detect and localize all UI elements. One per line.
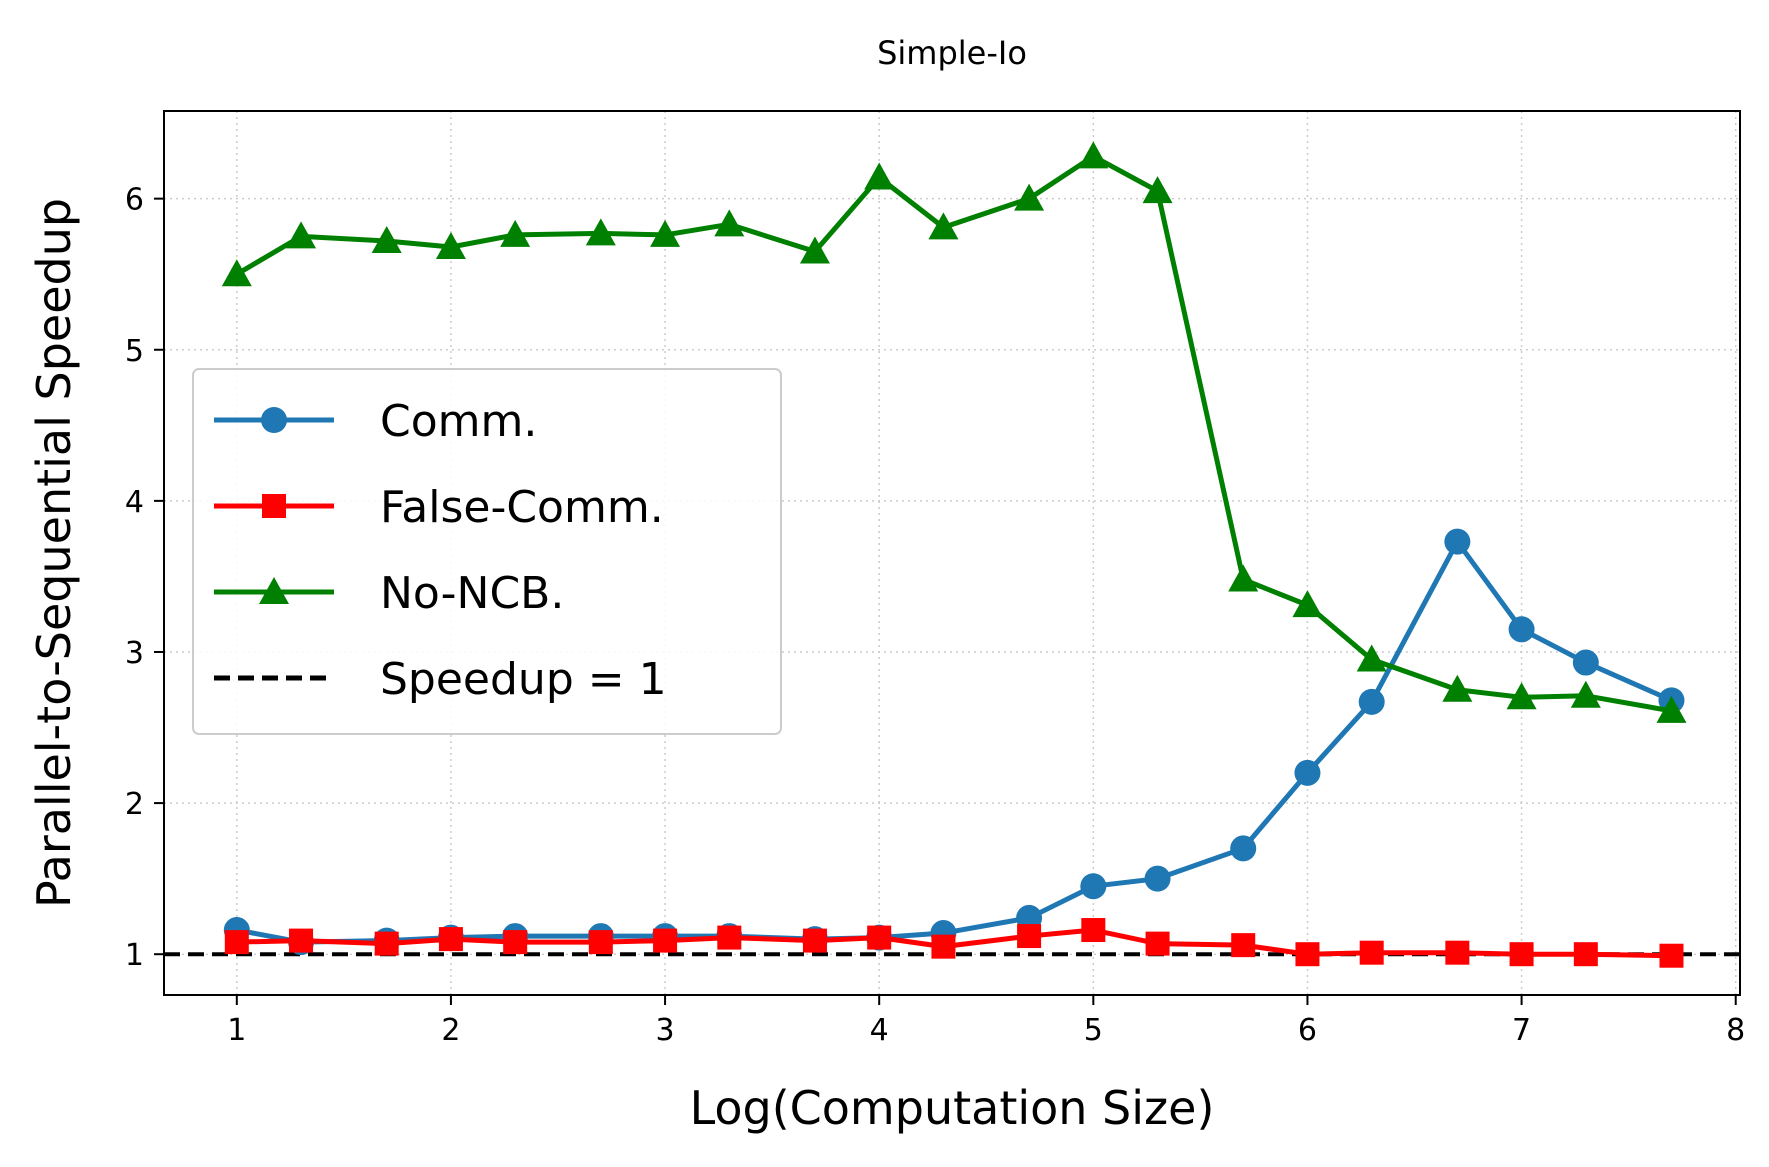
data-point xyxy=(1228,564,1259,592)
data-point xyxy=(224,930,249,955)
data-point xyxy=(221,259,252,287)
x-tick-label: 4 xyxy=(870,1013,889,1048)
data-point xyxy=(1570,680,1601,708)
series-2 xyxy=(221,141,1687,723)
x-tick-label: 7 xyxy=(1512,1013,1531,1048)
y-tick-label: 2 xyxy=(125,787,144,822)
series-1 xyxy=(224,918,1684,968)
x-axis-label: Log(Computation Size) xyxy=(690,1081,1215,1135)
data-point xyxy=(1356,644,1387,672)
data-point xyxy=(1358,688,1385,715)
data-point xyxy=(1445,940,1470,965)
legend: Comm. False-Comm. No-NCB. Speedup = 1 xyxy=(192,368,782,735)
data-point xyxy=(1145,931,1170,956)
data-point xyxy=(1078,141,1109,169)
data-point xyxy=(1231,933,1256,958)
data-point xyxy=(1359,940,1384,965)
data-point xyxy=(653,928,678,953)
legend-label: No-NCB. xyxy=(380,568,564,619)
y-tick-label: 3 xyxy=(125,636,144,671)
data-point xyxy=(1292,590,1323,618)
data-point xyxy=(864,162,895,190)
data-point xyxy=(1230,835,1257,862)
y-tick-label: 4 xyxy=(125,485,144,520)
data-point xyxy=(928,212,959,240)
legend-label: Speedup = 1 xyxy=(380,654,667,705)
legend-item: Comm. xyxy=(214,396,537,447)
data-point xyxy=(931,934,956,959)
data-point xyxy=(1017,924,1042,949)
data-point xyxy=(1659,943,1684,968)
legend-marker xyxy=(259,577,289,604)
chart-title: Simple-Io xyxy=(877,34,1027,72)
data-point xyxy=(588,930,613,955)
legend-marker xyxy=(262,494,286,518)
data-point xyxy=(802,928,827,953)
data-point xyxy=(438,927,463,952)
legend-item: False-Comm. xyxy=(214,482,664,533)
y-tick-label: 5 xyxy=(125,334,144,369)
data-point xyxy=(1572,649,1599,676)
data-point xyxy=(286,221,317,249)
x-tick-label: 2 xyxy=(441,1013,460,1048)
y-axis-label: Parallel-to-Sequential Speedup xyxy=(27,198,81,908)
x-tick-label: 3 xyxy=(656,1013,675,1048)
data-point xyxy=(435,232,466,259)
data-point xyxy=(1295,942,1320,967)
legend-marker xyxy=(261,407,287,433)
legend-box xyxy=(192,368,782,735)
data-point xyxy=(1142,176,1173,204)
y-tick-label: 6 xyxy=(125,183,144,218)
data-point xyxy=(500,219,531,247)
data-point xyxy=(1081,918,1106,943)
data-point xyxy=(799,236,830,264)
data-point xyxy=(1506,682,1537,710)
data-point xyxy=(1080,873,1107,900)
data-point xyxy=(1573,942,1598,967)
data-point xyxy=(289,928,314,953)
legend-item: Speedup = 1 xyxy=(214,654,667,705)
legend-label: Comm. xyxy=(380,396,537,447)
data-point xyxy=(585,218,616,246)
data-point xyxy=(650,219,681,247)
data-point xyxy=(1509,942,1534,967)
data-point xyxy=(1294,759,1321,786)
x-tick-label: 6 xyxy=(1298,1013,1317,1048)
data-point xyxy=(1444,528,1471,555)
legend-label: False-Comm. xyxy=(380,482,664,533)
data-point xyxy=(371,225,402,253)
data-point xyxy=(1656,695,1687,723)
y-tick-label: 1 xyxy=(125,938,144,973)
data-point xyxy=(1442,674,1473,702)
data-point xyxy=(1508,616,1535,643)
data-point xyxy=(1014,183,1045,211)
legend-item: No-NCB. xyxy=(214,568,564,619)
plot-frame xyxy=(163,110,1741,996)
data-point xyxy=(717,925,742,950)
x-tick-label: 1 xyxy=(227,1013,246,1048)
data-point xyxy=(503,930,528,955)
x-tick-label: 5 xyxy=(1084,1013,1103,1048)
data-point xyxy=(867,925,892,950)
data-point xyxy=(374,931,399,956)
x-tick-label: 8 xyxy=(1726,1013,1745,1048)
data-point xyxy=(1144,865,1171,892)
data-point xyxy=(714,209,745,237)
